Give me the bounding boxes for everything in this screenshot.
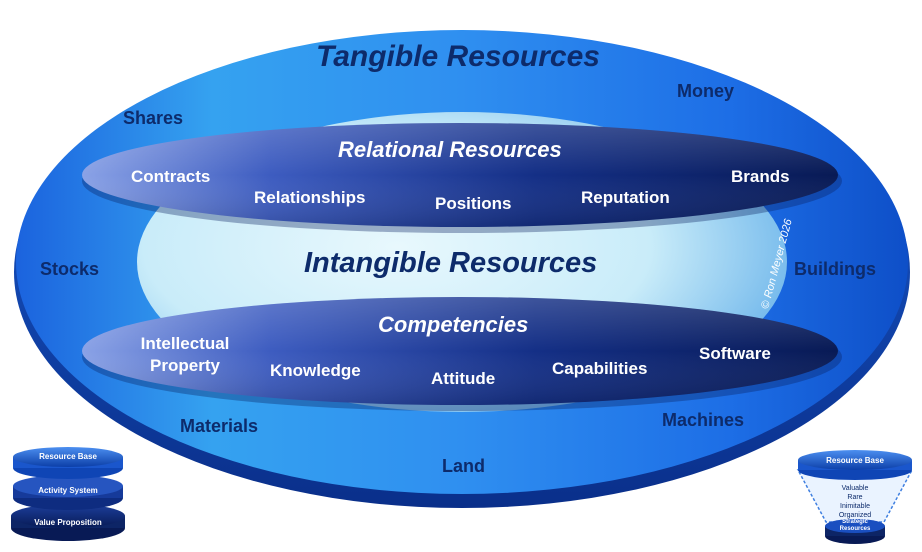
intellectual-property-line2: Property [150, 355, 220, 375]
tangible-item-stocks: Stocks [40, 259, 100, 279]
competency-item-capabilities: Capabilities [552, 359, 648, 378]
relational-band-shine [82, 123, 838, 227]
competency-item-software: Software [699, 344, 771, 363]
tangible-item-land: Land [442, 456, 485, 476]
tangible-item-shares: Shares [123, 108, 184, 128]
criterion-organized: Organized [838, 512, 872, 519]
mini-stack-bottom-label: Value Proposition [34, 518, 102, 527]
relational-item-reputation: Reputation [581, 188, 670, 207]
tangible-item-money: Money [677, 81, 735, 101]
competency-item-intellectual-property: Intellectual Property [130, 334, 240, 375]
competencies-title: Competencies [378, 312, 529, 337]
tangible-item-buildings: Buildings [794, 259, 876, 279]
competency-item-attitude: Attitude [431, 369, 496, 388]
relational-item-relationships: Relationships [254, 188, 366, 207]
tangible-item-materials: Materials [180, 416, 259, 436]
mini-stack-top-label: Resource Base [39, 452, 97, 461]
mini-funnel-graphic [796, 450, 914, 544]
relational-item-contracts: Contracts [131, 167, 211, 186]
intangible-title: Intangible Resources [304, 247, 598, 279]
mini-stack-middle-label: Activity System [38, 486, 98, 495]
intellectual-property-line1: Intellectual [140, 334, 230, 353]
mini-funnel-bottom-line2: Resources [839, 526, 871, 532]
relational-title: Relational Resources [338, 137, 562, 162]
mini-funnel-criteria: Valuable Rare Inimitable Organized [820, 484, 890, 520]
criterion-rare: Rare [847, 494, 863, 501]
tangible-item-machines: Machines [662, 410, 745, 430]
criterion-inimitable: Inimitable [840, 503, 870, 510]
relational-item-brands: Brands [731, 167, 790, 186]
mini-funnel-bottom-label: Strategic Resources [825, 519, 885, 533]
competency-item-knowledge: Knowledge [270, 361, 361, 380]
mini-funnel-bottom-line1: Strategic [842, 519, 868, 525]
tangible-title: Tangible Resources [316, 40, 600, 73]
relational-item-positions: Positions [435, 194, 512, 213]
mini-funnel-top-label: Resource Base [826, 456, 884, 465]
competencies-band-shine [82, 297, 838, 405]
mini-stack-graphic [11, 447, 125, 541]
criterion-valuable: Valuable [841, 485, 869, 492]
